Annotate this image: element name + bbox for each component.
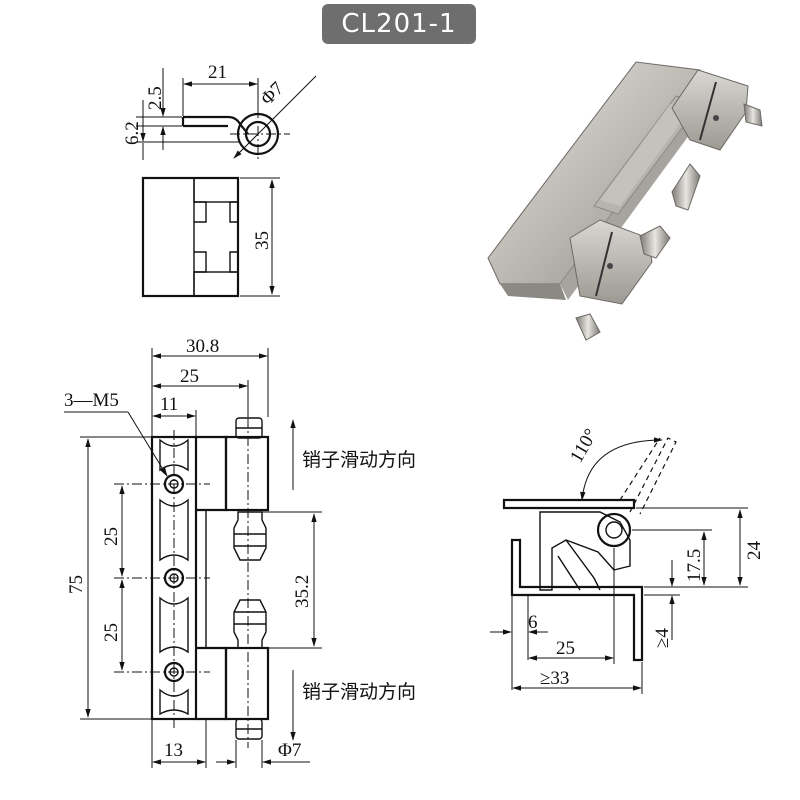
dim-6-2: 6.2 [122,121,143,145]
front-view: 30.8 25 11 3—M5 75 25 25 [64,336,416,768]
dim-25-top: 25 [180,366,199,387]
top-profile-view: 21 2.5 6.2 Φ7 [122,62,317,160]
dim-35: 35 [252,231,273,250]
dim-24: 24 [744,541,765,561]
dim-13: 13 [164,740,183,761]
dim-phi7-front: Φ7 [278,740,301,761]
dim-110-deg: 110° [566,425,602,466]
side-view: 35 [141,176,280,298]
dim-phi7-top: Φ7 [257,78,288,109]
dim-11: 11 [160,394,178,415]
product-photo [487,61,763,341]
dim-2-5: 2.5 [145,86,166,110]
dim-ge-4: ≥4 [652,628,673,648]
dim-75: 75 [66,575,87,594]
dim-30-8: 30.8 [186,336,219,357]
model-badge: CL201-1 [322,4,476,44]
dim-21: 21 [208,62,227,83]
dim-17-5: 17.5 [684,549,705,582]
mounting-view: 110° 24 17.5 ≥4 6 25 [490,425,765,694]
dim-35-2: 35.2 [292,575,313,608]
dim-25-a: 25 [101,527,122,546]
dim-25-mount: 25 [556,638,575,659]
dim-6: 6 [528,612,538,633]
dim-25-b: 25 [101,623,122,642]
slide-direction-bottom: 销子滑动方向 [302,681,416,703]
slide-direction-top: 销子滑动方向 [302,449,416,471]
dim-3-m5: 3—M5 [64,390,119,411]
dim-ge-33: ≥33 [540,668,569,689]
